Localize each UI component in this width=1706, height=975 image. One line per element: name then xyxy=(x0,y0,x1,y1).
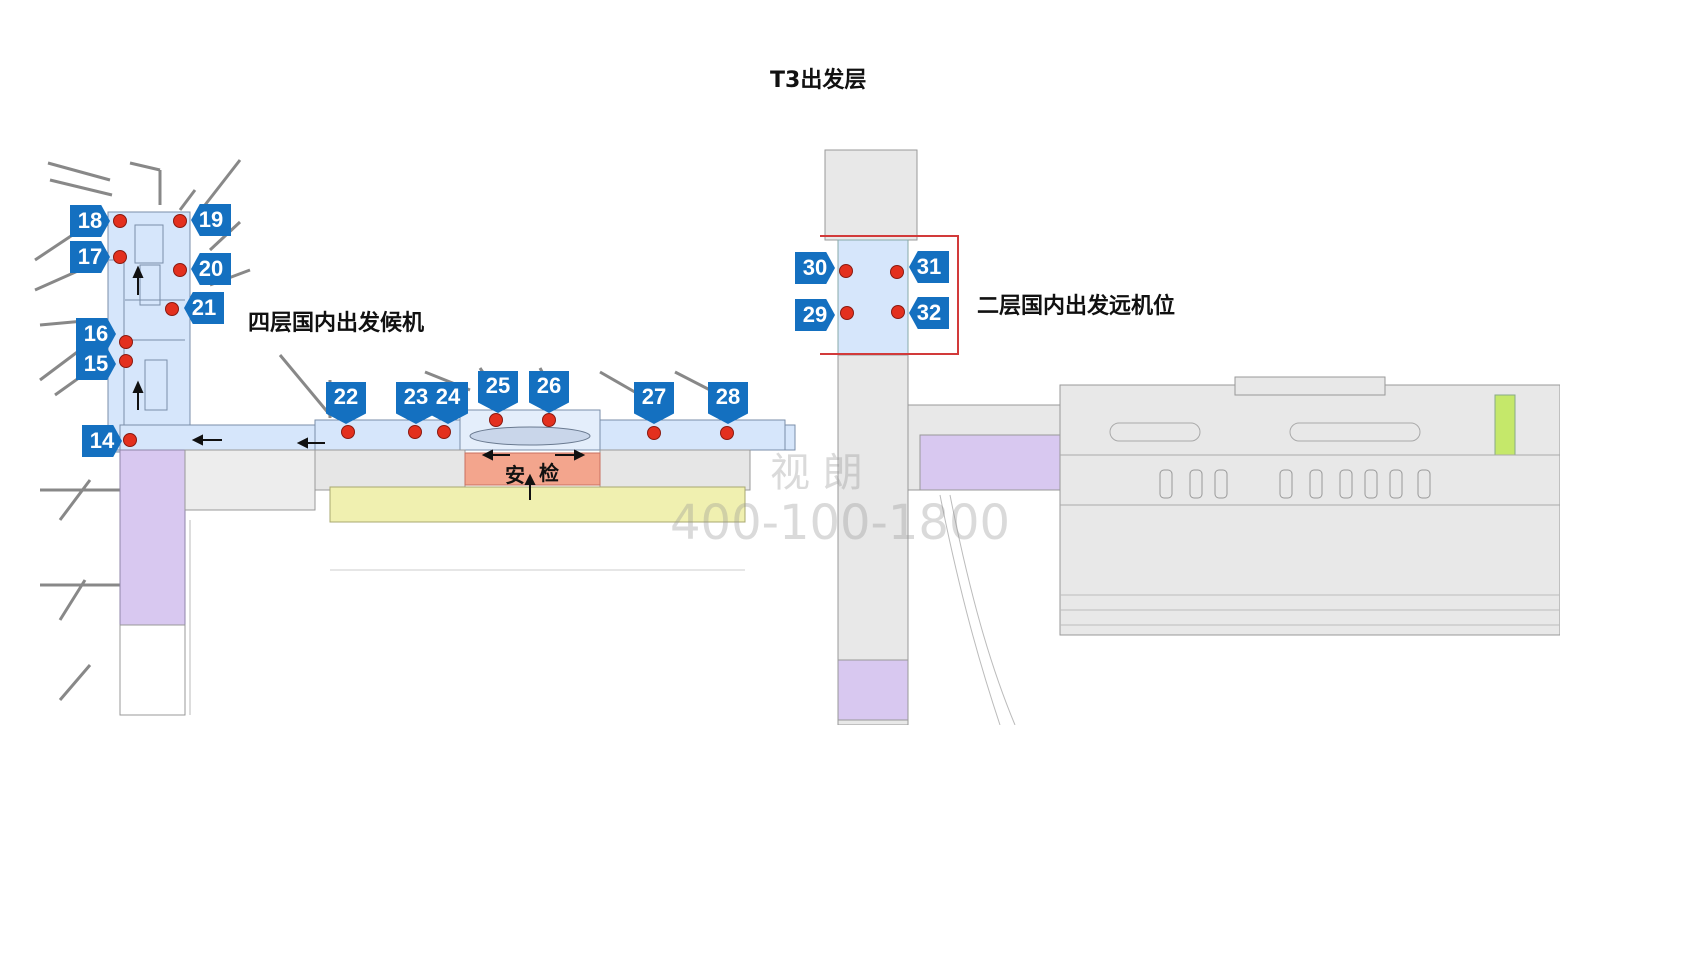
location-dot-24 xyxy=(437,425,451,439)
location-dot-20 xyxy=(173,263,187,277)
fourth-floor-label: 四层国内出发候机 xyxy=(248,311,425,336)
location-dot-15 xyxy=(119,354,133,368)
location-dot-32 xyxy=(891,305,905,319)
highlight-box xyxy=(820,235,959,355)
location-dot-19 xyxy=(173,214,187,228)
marker-21: 21 xyxy=(184,292,224,324)
location-dot-30 xyxy=(839,264,853,278)
marker-31: 31 xyxy=(909,251,949,283)
marker-19: 19 xyxy=(191,204,231,236)
location-dot-29 xyxy=(840,306,854,320)
location-dot-14 xyxy=(123,433,137,447)
location-dot-18 xyxy=(113,214,127,228)
security-label-right: 检 xyxy=(539,461,559,485)
marker-20: 20 xyxy=(191,253,231,285)
fourth-floor-map xyxy=(34,159,796,716)
marker-27: 27 xyxy=(634,382,674,424)
marker-32: 32 xyxy=(909,297,949,329)
watermark-name: 视 朗 xyxy=(770,450,863,496)
location-dot-21 xyxy=(165,302,179,316)
marker-17: 17 xyxy=(70,241,110,273)
second-floor-map xyxy=(820,149,1560,725)
marker-25: 25 xyxy=(478,371,518,413)
location-dot-27 xyxy=(647,426,661,440)
marker-15: 15 xyxy=(76,348,116,380)
marker-24: 24 xyxy=(428,382,468,424)
watermark-phone: 400-100-1800 xyxy=(670,495,1011,551)
location-dot-23 xyxy=(408,425,422,439)
location-dot-16 xyxy=(119,335,133,349)
location-dot-17 xyxy=(113,250,127,264)
marker-16: 16 xyxy=(76,318,116,350)
marker-30: 30 xyxy=(795,252,835,284)
location-dot-25 xyxy=(489,413,503,427)
page-title: T3出发层 xyxy=(770,68,867,93)
marker-29: 29 xyxy=(795,299,835,331)
marker-22: 22 xyxy=(326,382,366,424)
marker-26: 26 xyxy=(529,371,569,413)
location-dot-26 xyxy=(542,413,556,427)
location-dot-22 xyxy=(341,425,355,439)
second-floor-label: 二层国内出发远机位 xyxy=(977,294,1176,319)
marker-14: 14 xyxy=(82,425,122,457)
marker-28: 28 xyxy=(708,382,748,424)
location-dot-31 xyxy=(890,265,904,279)
security-label-left: 安 xyxy=(505,463,525,487)
location-dot-28 xyxy=(720,426,734,440)
marker-18: 18 xyxy=(70,205,110,237)
